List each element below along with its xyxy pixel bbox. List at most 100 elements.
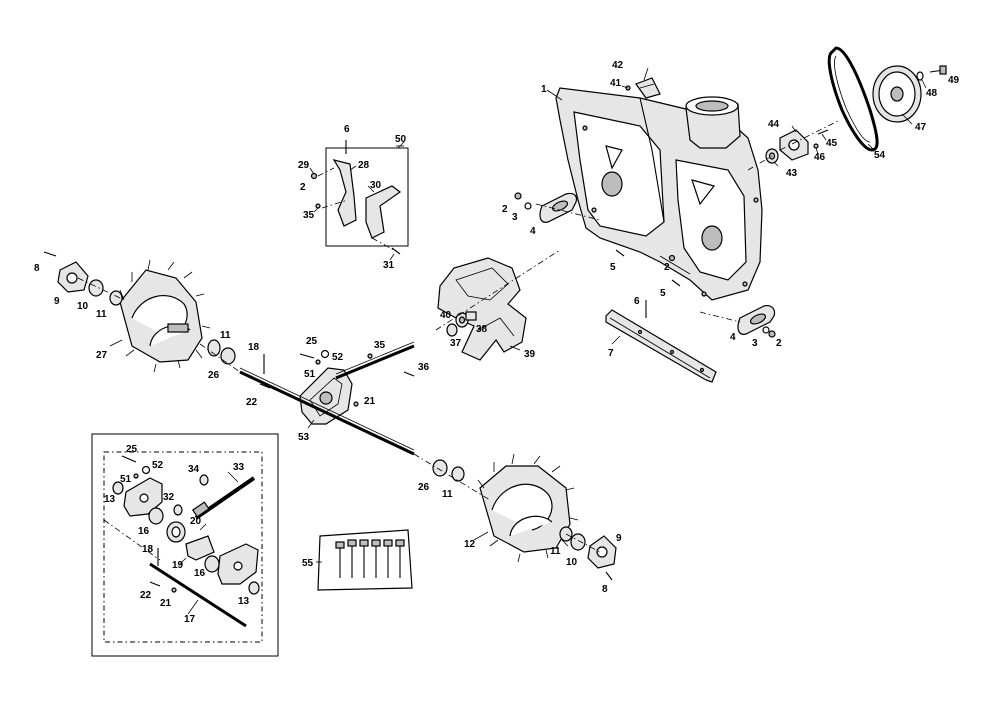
nut-2b xyxy=(768,330,776,338)
callout-46: 46 xyxy=(814,152,826,163)
nut-2c xyxy=(668,254,676,262)
callout-29: 29 xyxy=(298,160,310,171)
nut-11a xyxy=(109,290,123,306)
washer-48 xyxy=(916,71,924,81)
bushing-26a xyxy=(220,347,236,365)
callout-51: 51 xyxy=(304,369,316,380)
callout-43: 43 xyxy=(786,168,798,179)
bolt-5b xyxy=(671,279,681,287)
bolt-5a xyxy=(615,249,625,257)
callout-32: 32 xyxy=(163,492,175,503)
spacer-37 xyxy=(446,323,458,337)
bearing-16a xyxy=(148,507,164,525)
callout-10: 10 xyxy=(566,557,578,568)
callout-12: 12 xyxy=(464,539,476,550)
callout-8: 8 xyxy=(602,584,608,595)
screw-35a xyxy=(315,203,321,209)
key-45 xyxy=(817,129,829,135)
bolt-25-detail xyxy=(121,455,137,463)
discharge-chute-neck xyxy=(685,96,741,149)
callout-52: 52 xyxy=(152,460,164,471)
callout-4: 4 xyxy=(530,226,536,237)
callout-44: 44 xyxy=(768,119,780,130)
pulley xyxy=(872,65,922,123)
callout-11: 11 xyxy=(442,489,453,500)
bearing-10a xyxy=(88,279,104,297)
callout-51: 51 xyxy=(120,474,132,485)
bracket-28 xyxy=(332,159,357,227)
pin-22 xyxy=(259,383,271,389)
axle-17 xyxy=(149,562,247,628)
callout-21: 21 xyxy=(160,598,172,609)
nut-2a xyxy=(514,192,522,200)
washer-52 xyxy=(320,349,330,359)
hub-plate xyxy=(779,129,809,161)
shear-bolt-kit-bag xyxy=(317,529,413,591)
callout-49: 49 xyxy=(948,75,960,86)
callout-50: 50 xyxy=(395,134,407,145)
callout-13: 13 xyxy=(104,494,116,505)
spacer-32 xyxy=(173,504,183,516)
callout-52: 52 xyxy=(332,352,344,363)
callout-35: 35 xyxy=(303,210,315,221)
callout-8: 8 xyxy=(34,263,40,274)
bushing-38 xyxy=(465,311,477,321)
callout-22: 22 xyxy=(140,590,152,601)
fitting-21 xyxy=(353,401,359,407)
washer-3a xyxy=(524,202,532,210)
auger-shaft xyxy=(239,367,415,456)
callout-37: 37 xyxy=(450,338,462,349)
callout-16: 16 xyxy=(138,526,150,537)
callout-36: 36 xyxy=(418,362,430,373)
nut-46 xyxy=(813,143,819,149)
callout-4: 4 xyxy=(730,332,736,343)
callout-28: 28 xyxy=(358,160,370,171)
gear-20 xyxy=(166,521,186,543)
bearing-flange-9a xyxy=(57,261,89,293)
bolt-25 xyxy=(299,353,315,359)
bolt-36 xyxy=(403,371,415,377)
callout-labels: 1 42 41 44 45 46 43 54 47 48 49 2 3 4 5 … xyxy=(34,60,960,625)
washer-3b xyxy=(762,326,770,334)
callout-2: 2 xyxy=(502,204,508,215)
nut-29 xyxy=(310,172,318,180)
callout-25: 25 xyxy=(126,444,138,455)
callout-45: 45 xyxy=(826,138,838,149)
callout-6: 6 xyxy=(344,124,350,135)
callout-47: 47 xyxy=(915,122,927,133)
callout-13: 13 xyxy=(238,596,250,607)
bracket-30 xyxy=(365,185,402,239)
callout-5: 5 xyxy=(660,288,666,299)
callout-18: 18 xyxy=(248,342,260,353)
bushing-26b xyxy=(432,459,448,477)
shave-plate xyxy=(605,309,717,383)
nut-13b xyxy=(248,581,260,595)
callout-31: 31 xyxy=(383,260,395,271)
nut-11c xyxy=(451,466,465,482)
callout-3: 3 xyxy=(752,338,758,349)
callout-41: 41 xyxy=(610,78,622,89)
fitting-34 xyxy=(199,474,209,486)
bracket-42 xyxy=(635,77,661,99)
bolt-49 xyxy=(929,65,947,75)
callout-30: 30 xyxy=(370,180,382,191)
callout-53: 53 xyxy=(298,432,310,443)
callout-26: 26 xyxy=(418,482,430,493)
gearbox xyxy=(299,367,353,425)
callout-27: 27 xyxy=(96,350,108,361)
callout-39: 39 xyxy=(524,349,536,360)
callout-2: 2 xyxy=(300,182,306,193)
callout-54: 54 xyxy=(874,150,886,161)
callout-22: 22 xyxy=(246,397,258,408)
callout-9: 9 xyxy=(616,533,622,544)
callout-11: 11 xyxy=(96,309,107,320)
fitting-35 xyxy=(367,353,373,359)
callout-7: 7 xyxy=(608,348,614,359)
callout-10: 10 xyxy=(77,301,89,312)
callout-11: 11 xyxy=(220,330,231,341)
callout-5: 5 xyxy=(610,262,616,273)
bearing-16b xyxy=(204,555,220,573)
auger-right xyxy=(477,453,579,563)
